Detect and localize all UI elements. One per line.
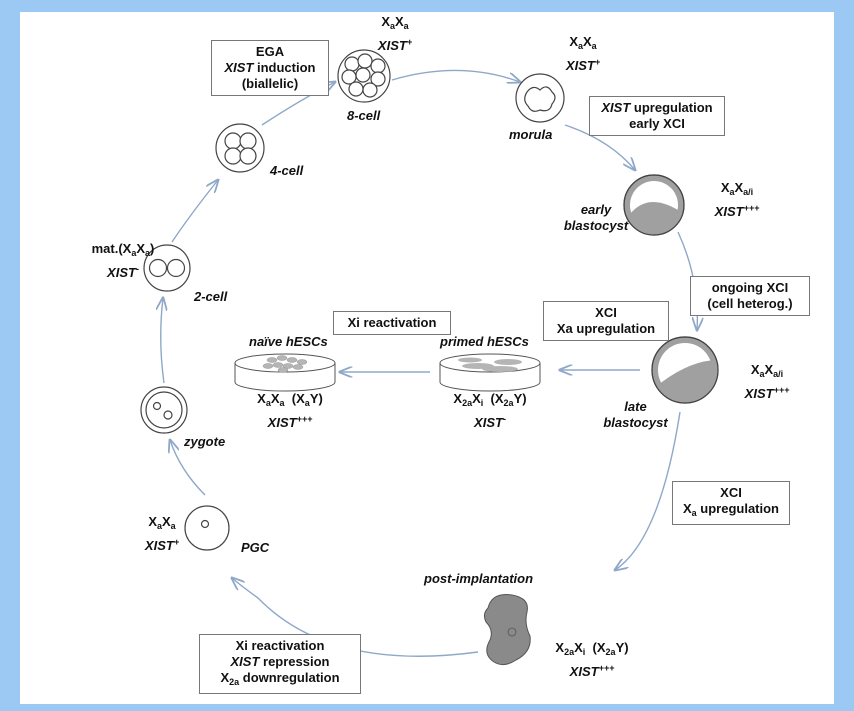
genotype-2-cell: mat.(XaXa) XIST-: [91, 241, 155, 280]
zygote-cell: [140, 386, 188, 434]
xci-xa-upregulation-box-2: XCI Xa upregulation: [672, 481, 790, 525]
eight-cell-embryo: [337, 49, 391, 103]
arrow-zygote-to-2cell: [161, 298, 164, 384]
primed-hescs-dish: [439, 353, 541, 392]
pgc-cell: [184, 505, 230, 551]
genotype-early-blastocyst: XaXa/i XIST+++: [714, 180, 760, 219]
genotype-naive-hescs: XaXa (XaY) XIST+++: [257, 391, 323, 430]
two-cell-embryo: [143, 244, 191, 292]
xi-reactivation-repression-box: Xi reactivation XIST repression X2a down…: [199, 634, 361, 694]
stage-label-pgc: PGC: [241, 540, 270, 555]
stage-label-8-cell: 8-cell: [347, 108, 381, 123]
stage-label-primed-hescs: primed hESCs: [440, 334, 529, 349]
ongoing-xci-box: ongoing XCI (cell heterog.): [690, 276, 810, 316]
genotype-late-blastocyst: XaXa/i XIST+++: [744, 362, 790, 401]
naive-hescs-dish: [234, 353, 336, 392]
stage-label-naive-hescs: naïve hESCs: [249, 334, 328, 349]
late-blastocyst-embryo: [651, 336, 719, 404]
stage-label-4-cell: 4-cell: [270, 163, 304, 178]
early-blastocyst-embryo: [623, 174, 685, 236]
arrow-pgc-to-zygote: [170, 440, 206, 496]
xi-reactivation-box: Xi reactivation: [333, 311, 451, 335]
four-cell-embryo: [215, 123, 265, 173]
genotype-primed-hescs: X2aXi (X2aY) XIST-: [453, 391, 527, 430]
stage-label-post-implantation: post-implantation: [424, 571, 534, 586]
post-implantation-embryo: [483, 594, 531, 666]
stage-label-zygote: zygote: [184, 434, 226, 449]
arrow-2cell-to-4cell: [171, 180, 218, 243]
xci-xa-upregulation-box: XCI Xa upregulation: [543, 301, 669, 341]
arrow-morula-to-early-blastocyst: [564, 124, 635, 170]
stage-label-morula: morula: [509, 127, 553, 142]
arrow-late-blastocyst-to-post-implantation: [615, 411, 681, 570]
xist-upregulation-box: XIST upregulation early XCI: [589, 96, 725, 136]
genotype-pgc: XaXa XIST+: [144, 514, 180, 553]
arrow-8cell-to-morula: [391, 69, 520, 82]
stage-label-2-cell: 2-cell: [194, 289, 228, 304]
arrow-post-implantation-to-pgc: [232, 578, 479, 657]
genotype-8-cell: XaXa XIST+: [377, 14, 413, 53]
morula-embryo: [515, 73, 565, 123]
genotype-morula: XaXa XIST+: [565, 34, 601, 73]
ega-box: EGA XIST induction (biallelic): [211, 40, 329, 96]
genotype-post-implantation: X2aXi (X2aY) XIST+++: [555, 640, 629, 679]
